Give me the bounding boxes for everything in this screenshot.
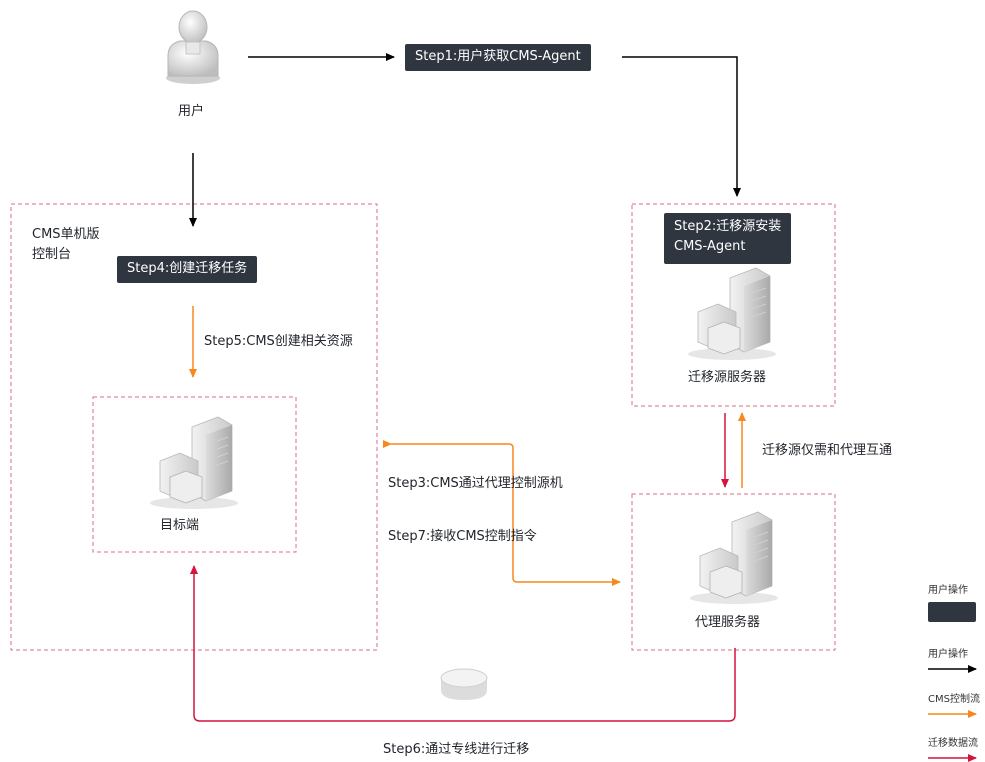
user-label: 用户 — [178, 104, 205, 119]
step1-label: Step1:用户获取CMS-Agent — [415, 49, 581, 64]
source-server-label: 迁移源服务器 — [688, 370, 767, 385]
step1-box: Step1:用户获取CMS-Agent — [405, 44, 591, 71]
source-server-boundary — [631, 203, 836, 407]
proxy-server-icon — [690, 511, 778, 604]
step5-label: Step5:CMS创建相关资源 — [204, 334, 353, 349]
legend-cms-control-label: CMS控制流 — [928, 694, 980, 705]
step2-box: Step2:迁移源安装 CMS-Agent — [664, 213, 792, 264]
cms-console-title: CMS单机版 控制台 — [32, 225, 100, 265]
proxy-server-boundary — [631, 493, 836, 651]
user-icon — [166, 10, 220, 84]
step1-to-step2-arrow — [622, 56, 741, 197]
target-boundary — [92, 396, 297, 553]
legend-user-op-arrow-label: 用户操作 — [928, 649, 968, 660]
target-server-icon — [150, 416, 238, 509]
cms-control-bidirectional-arrow — [383, 440, 621, 586]
step4-box: Step4:创建迁移任务 — [117, 256, 258, 283]
dedicated-line-router-icon — [440, 668, 488, 700]
step4-label: Step4:创建迁移任务 — [127, 261, 248, 276]
cms-console-title-line1: CMS单机版 — [32, 227, 100, 242]
step2-label-line2: CMS-Agent — [674, 239, 746, 254]
source-server-icon — [688, 267, 776, 360]
step6-label: Step6:通过专线进行迁移 — [383, 742, 530, 757]
source-proxy-link-note: 迁移源仅需和代理互通 — [762, 443, 893, 458]
step3-label: Step3:CMS通过代理控制源机 — [388, 476, 563, 491]
step6-data-arrow — [190, 565, 736, 722]
step7-label: Step7:接收CMS控制指令 — [388, 529, 537, 544]
step2-label-line1: Step2:迁移源安装 — [674, 219, 782, 234]
target-label: 目标端 — [160, 518, 200, 533]
legend-user-op-box-label: 用户操作 — [928, 585, 968, 596]
cms-console-title-line2: 控制台 — [32, 247, 72, 262]
legend-user-op-box-swatch — [928, 602, 976, 622]
proxy-server-label: 代理服务器 — [695, 615, 761, 630]
legend-migration-data-label: 迁移数据流 — [928, 738, 978, 749]
